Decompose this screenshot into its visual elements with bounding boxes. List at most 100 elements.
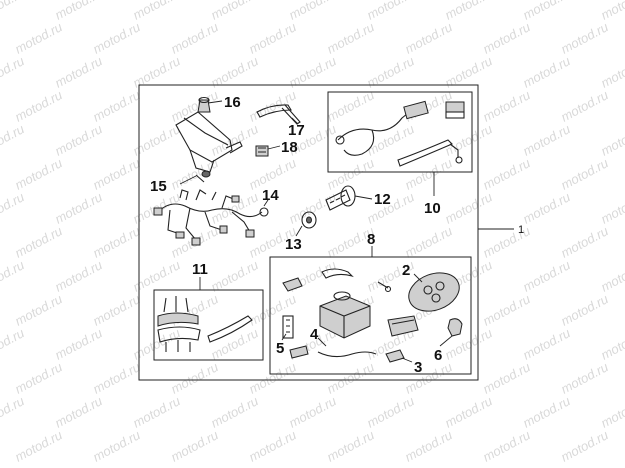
- bracket-assembly: [175, 96, 243, 183]
- watermark-text: motod.ru: [558, 427, 610, 464]
- watermark-text: motod.ru: [52, 53, 104, 90]
- watermark-text: motod.ru: [52, 121, 104, 158]
- watermark-text: motod.ru: [52, 0, 104, 23]
- watermark-text: motod.ru: [12, 155, 64, 192]
- watermark-text: motod.ru: [558, 359, 610, 396]
- watermark-text: motod.ru: [520, 393, 572, 430]
- watermark-text: motod.ru: [12, 291, 64, 328]
- watermark-text: motod.ru: [12, 427, 64, 464]
- watermark-text: motod.ru: [324, 427, 376, 464]
- watermark-text: motod.ru: [208, 189, 260, 226]
- watermark-text: motod.ru: [402, 155, 454, 192]
- watermark-text: motod.ru: [402, 223, 454, 260]
- watermark-text: motod.ru: [0, 0, 27, 23]
- callout-4: 4: [310, 326, 319, 343]
- watermark-text: motod.ru: [558, 155, 610, 192]
- callout-18: 18: [281, 139, 298, 156]
- watermark-text: motod.ru: [208, 257, 260, 294]
- watermark-text: motod.ru: [520, 257, 572, 294]
- watermark-text: motod.ru: [364, 393, 416, 430]
- watermark-text: motod.ru: [246, 291, 298, 328]
- watermark-text: motod.ru: [598, 325, 625, 362]
- watermark-text: motod.ru: [558, 291, 610, 328]
- watermark-text: motod.ru: [286, 393, 338, 430]
- watermark-text: motod.ru: [402, 359, 454, 396]
- watermark-text: motod.ru: [208, 0, 260, 23]
- watermark-text: motod.ru: [480, 359, 532, 396]
- watermark-text: motod.ru: [324, 359, 376, 396]
- watermark-text: motod.ru: [520, 189, 572, 226]
- watermark-text: motod.ru: [520, 0, 572, 23]
- watermark-text: motod.ru: [364, 0, 416, 23]
- watermark-text: motod.ru: [52, 393, 104, 430]
- watermark-text: motod.ru: [52, 189, 104, 226]
- watermark-text: motod.ru: [130, 257, 182, 294]
- watermark-text: motod.ru: [558, 87, 610, 124]
- watermark-text: motod.ru: [598, 189, 625, 226]
- watermark-text: motod.ru: [480, 87, 532, 124]
- watermark-text: motod.ru: [520, 53, 572, 90]
- watermark-text: motod.ru: [480, 19, 532, 56]
- main-frame: [138, 84, 479, 381]
- watermark-text: motod.ru: [558, 19, 610, 56]
- watermark-text: motod.ru: [90, 19, 142, 56]
- watermark-text: motod.ru: [402, 427, 454, 464]
- callout-8: 8: [367, 231, 375, 248]
- watermark-text: motod.ru: [0, 325, 27, 362]
- watermark-text: motod.ru: [442, 393, 494, 430]
- kit-8-parts: [282, 268, 463, 363]
- washer-13: [301, 211, 317, 229]
- watermark-text: motod.ru: [168, 359, 220, 396]
- watermark-text: motod.ru: [442, 189, 494, 226]
- callout-3: 3: [414, 359, 422, 376]
- watermark-text: motod.ru: [286, 189, 338, 226]
- clip-18: [255, 145, 269, 157]
- watermark-text: motod.ru: [90, 87, 142, 124]
- watermark-text: motod.ru: [480, 155, 532, 192]
- callout-11: 11: [192, 261, 208, 278]
- watermark-text: motod.ru: [52, 257, 104, 294]
- watermark-text: motod.ru: [364, 121, 416, 158]
- kit-11-parts: [157, 296, 253, 352]
- callout-13: 13: [285, 236, 302, 253]
- watermark-text: motod.ru: [130, 0, 182, 23]
- callout-10: 10: [424, 200, 441, 217]
- frame-8: [269, 256, 472, 375]
- watermark-text: motod.ru: [286, 0, 338, 23]
- watermark-text: motod.ru: [0, 393, 27, 430]
- watermark-text: motod.ru: [90, 223, 142, 260]
- watermark-text: motod.ru: [442, 0, 494, 23]
- watermark-text: motod.ru: [90, 291, 142, 328]
- watermark-text: motod.ru: [246, 19, 298, 56]
- frame-10: [327, 91, 473, 173]
- watermark-text: motod.ru: [90, 155, 142, 192]
- watermark-text: motod.ru: [0, 257, 27, 294]
- watermark-text: motod.ru: [480, 291, 532, 328]
- watermark-text: motod.ru: [90, 427, 142, 464]
- watermark-text: motod.ru: [90, 359, 142, 396]
- watermark-text: motod.ru: [0, 121, 27, 158]
- callout-6: 6: [434, 347, 442, 364]
- callout-14: 14: [262, 187, 279, 204]
- strap-17: [256, 104, 301, 125]
- watermark-text: motod.ru: [130, 325, 182, 362]
- watermark-text: motod.ru: [558, 223, 610, 260]
- callout-2: 2: [402, 262, 410, 279]
- watermark-text: motod.ru: [52, 325, 104, 362]
- watermark-text: motod.ru: [168, 19, 220, 56]
- watermark-text: motod.ru: [246, 359, 298, 396]
- watermark-text: motod.ru: [12, 87, 64, 124]
- watermark-text: motod.ru: [12, 19, 64, 56]
- watermark-text: motod.ru: [402, 19, 454, 56]
- watermark-text: motod.ru: [208, 121, 260, 158]
- callout-17: 17: [288, 122, 305, 139]
- watermark-text: motod.ru: [0, 189, 27, 226]
- watermark-text: motod.ru: [598, 257, 625, 294]
- watermark-text: motod.ru: [442, 121, 494, 158]
- callout-15: 15: [150, 178, 167, 195]
- callout-16: 16: [224, 94, 241, 111]
- watermark-text: motod.ru: [208, 393, 260, 430]
- watermark-text: motod.ru: [480, 427, 532, 464]
